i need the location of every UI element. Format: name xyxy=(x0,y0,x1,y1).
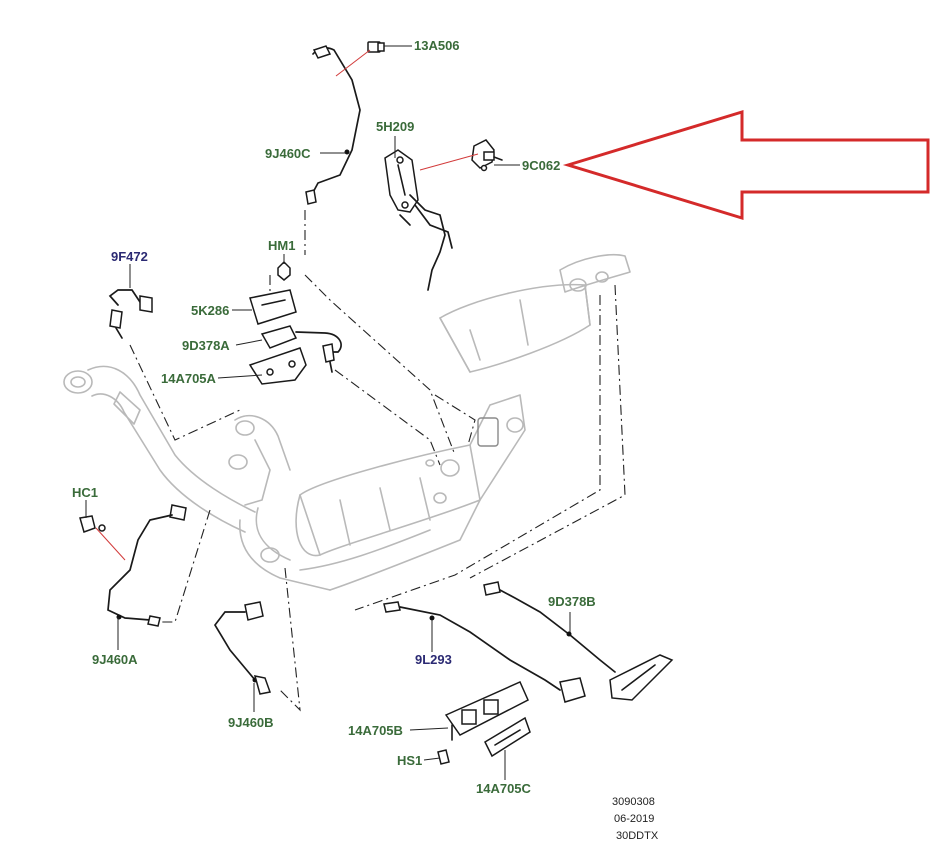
nut-hm1-part xyxy=(277,260,291,281)
clip-hc1-part xyxy=(79,515,106,533)
part-labels: 13A506 5H209 9J460C 9C062 HM1 9F472 5K28… xyxy=(72,38,596,796)
label-14a705c: 14A705C xyxy=(476,781,532,796)
label-9d378b: 9D378B xyxy=(548,594,596,609)
label-9j460b: 9J460B xyxy=(228,715,274,730)
sensor-9f472-part xyxy=(108,289,153,339)
pressure-sensor-9c062-part xyxy=(471,139,503,172)
heat-shield-5k286-part xyxy=(249,289,297,325)
label-9j460c: 9J460C xyxy=(265,146,311,161)
sensor-9j460b-part xyxy=(213,601,271,695)
bracket-14a705a-part xyxy=(248,347,307,385)
bracket-14a705c-part xyxy=(484,716,531,758)
footer-date: 06-2019 xyxy=(614,813,654,825)
label-hc1: HC1 xyxy=(72,485,98,500)
footer-engine: 30DDTX xyxy=(616,830,659,842)
label-5h209: 5H209 xyxy=(376,119,414,134)
exhaust-assembly-outline xyxy=(63,253,631,591)
sensor-9d378b-part xyxy=(483,581,674,701)
connector-13a506-part xyxy=(305,41,385,205)
label-14a705a: 14A705A xyxy=(161,371,217,386)
screw-hs1-part xyxy=(437,749,450,765)
label-13a506: 13A506 xyxy=(414,38,460,53)
red-pointer-arrow xyxy=(562,109,930,221)
label-9c062: 9C062 xyxy=(522,158,560,173)
sensor-9d378a-part xyxy=(260,325,342,373)
label-14a705b: 14A705B xyxy=(348,723,403,738)
alignment-lines xyxy=(129,210,626,712)
label-5k286: 5K286 xyxy=(191,303,229,318)
diagram-footer: 3090308 06-2019 30DDTX xyxy=(612,796,659,842)
label-9l293: 9L293 xyxy=(415,652,452,667)
sensor-9j460a-part xyxy=(107,504,187,627)
label-9d378a: 9D378A xyxy=(182,338,230,353)
label-hs1: HS1 xyxy=(397,753,422,768)
label-9f472: 9F472 xyxy=(111,249,148,264)
sensor-9l293-part xyxy=(383,601,586,703)
label-hm1: HM1 xyxy=(268,238,295,253)
footer-code: 3090308 xyxy=(612,796,655,808)
bracket-5h209-part xyxy=(384,149,453,291)
label-9j460a: 9J460A xyxy=(92,652,138,667)
leader-lines xyxy=(85,45,571,780)
bracket-14a705b-part xyxy=(444,681,529,741)
